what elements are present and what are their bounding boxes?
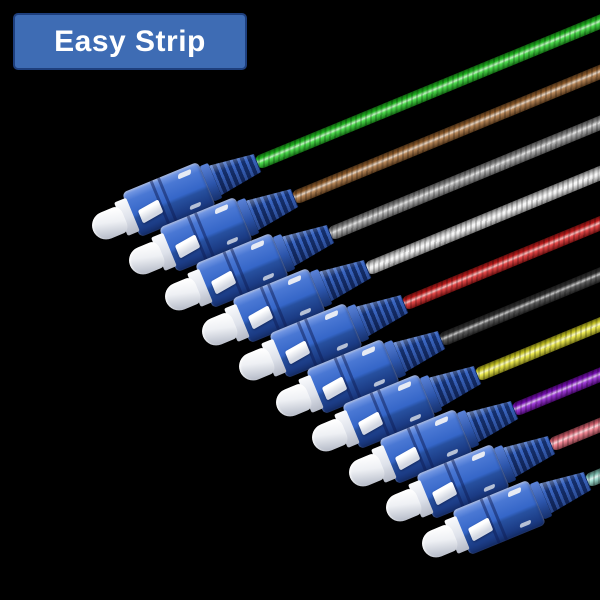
key-notch xyxy=(471,451,485,463)
latch-slider xyxy=(431,481,457,506)
key-notch xyxy=(324,309,338,321)
latch-slider xyxy=(174,234,201,259)
latch-slider xyxy=(358,411,384,436)
key-notch xyxy=(361,345,375,357)
key-notch xyxy=(434,415,448,427)
side-notch xyxy=(520,519,532,529)
key-notch xyxy=(214,204,228,215)
easy-strip-badge-label: Easy Strip xyxy=(54,24,206,58)
key-notch xyxy=(398,380,412,392)
key-notch xyxy=(251,239,265,251)
key-notch xyxy=(177,168,192,180)
easy-strip-badge: Easy Strip xyxy=(13,13,247,70)
key-notch xyxy=(287,274,302,286)
latch-slider xyxy=(321,375,347,401)
latch-slider xyxy=(284,340,311,365)
key-notch xyxy=(508,486,522,498)
